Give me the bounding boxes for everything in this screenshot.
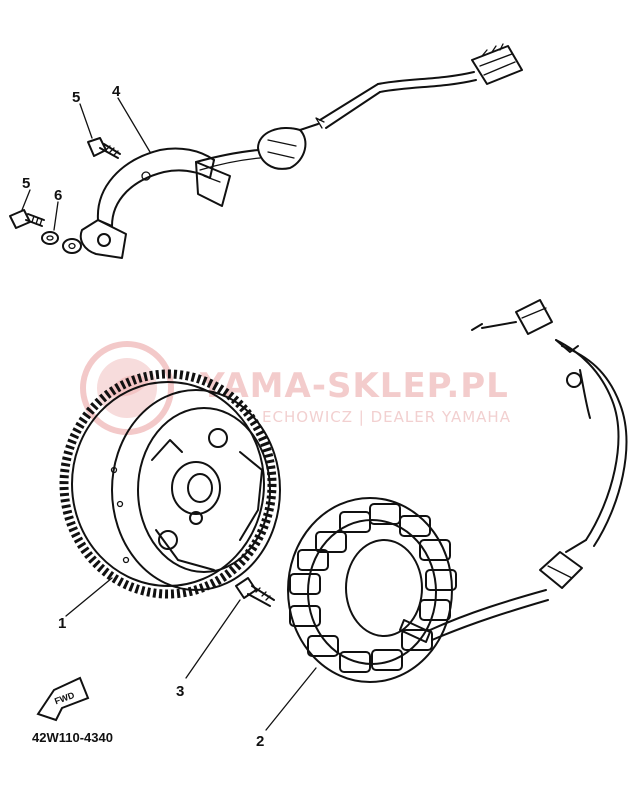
callout-2: 2 [256,733,264,750]
watermark: YAMA-SKLEP.PL ECHOWICZ | DEALER YAMAHA [80,341,511,435]
callout-5-upper: 5 [72,89,80,106]
watermark-subtitle: ECHOWICZ | DEALER YAMAHA [262,408,511,426]
screw-5-lower [9,209,45,229]
stator-coils [289,503,457,673]
bolt-3 [185,577,275,679]
watermark-title: YAMA-SKLEP.PL [199,366,509,406]
pickup-coil-body [79,147,231,259]
callout-5-lower: 5 [22,175,30,192]
stator-connector [539,539,587,589]
wire-grommet [257,123,319,170]
stator-assembly [265,299,628,731]
stator-top-connector [471,299,579,353]
washer-6 [41,231,82,254]
screw-5-upper [87,137,121,159]
callout-6: 6 [54,187,62,204]
pickup-coil-assembly [9,43,523,259]
flywheel-rotor [59,369,281,617]
callout-4: 4 [112,83,121,100]
callout-3: 3 [176,683,184,700]
fwd-arrow-icon: FWD [36,676,90,722]
diagram-code: 42W110-4340 [32,730,113,745]
watermark-logo-icon [80,341,174,435]
callout-1: 1 [58,615,66,632]
pickup-connector [471,43,523,85]
